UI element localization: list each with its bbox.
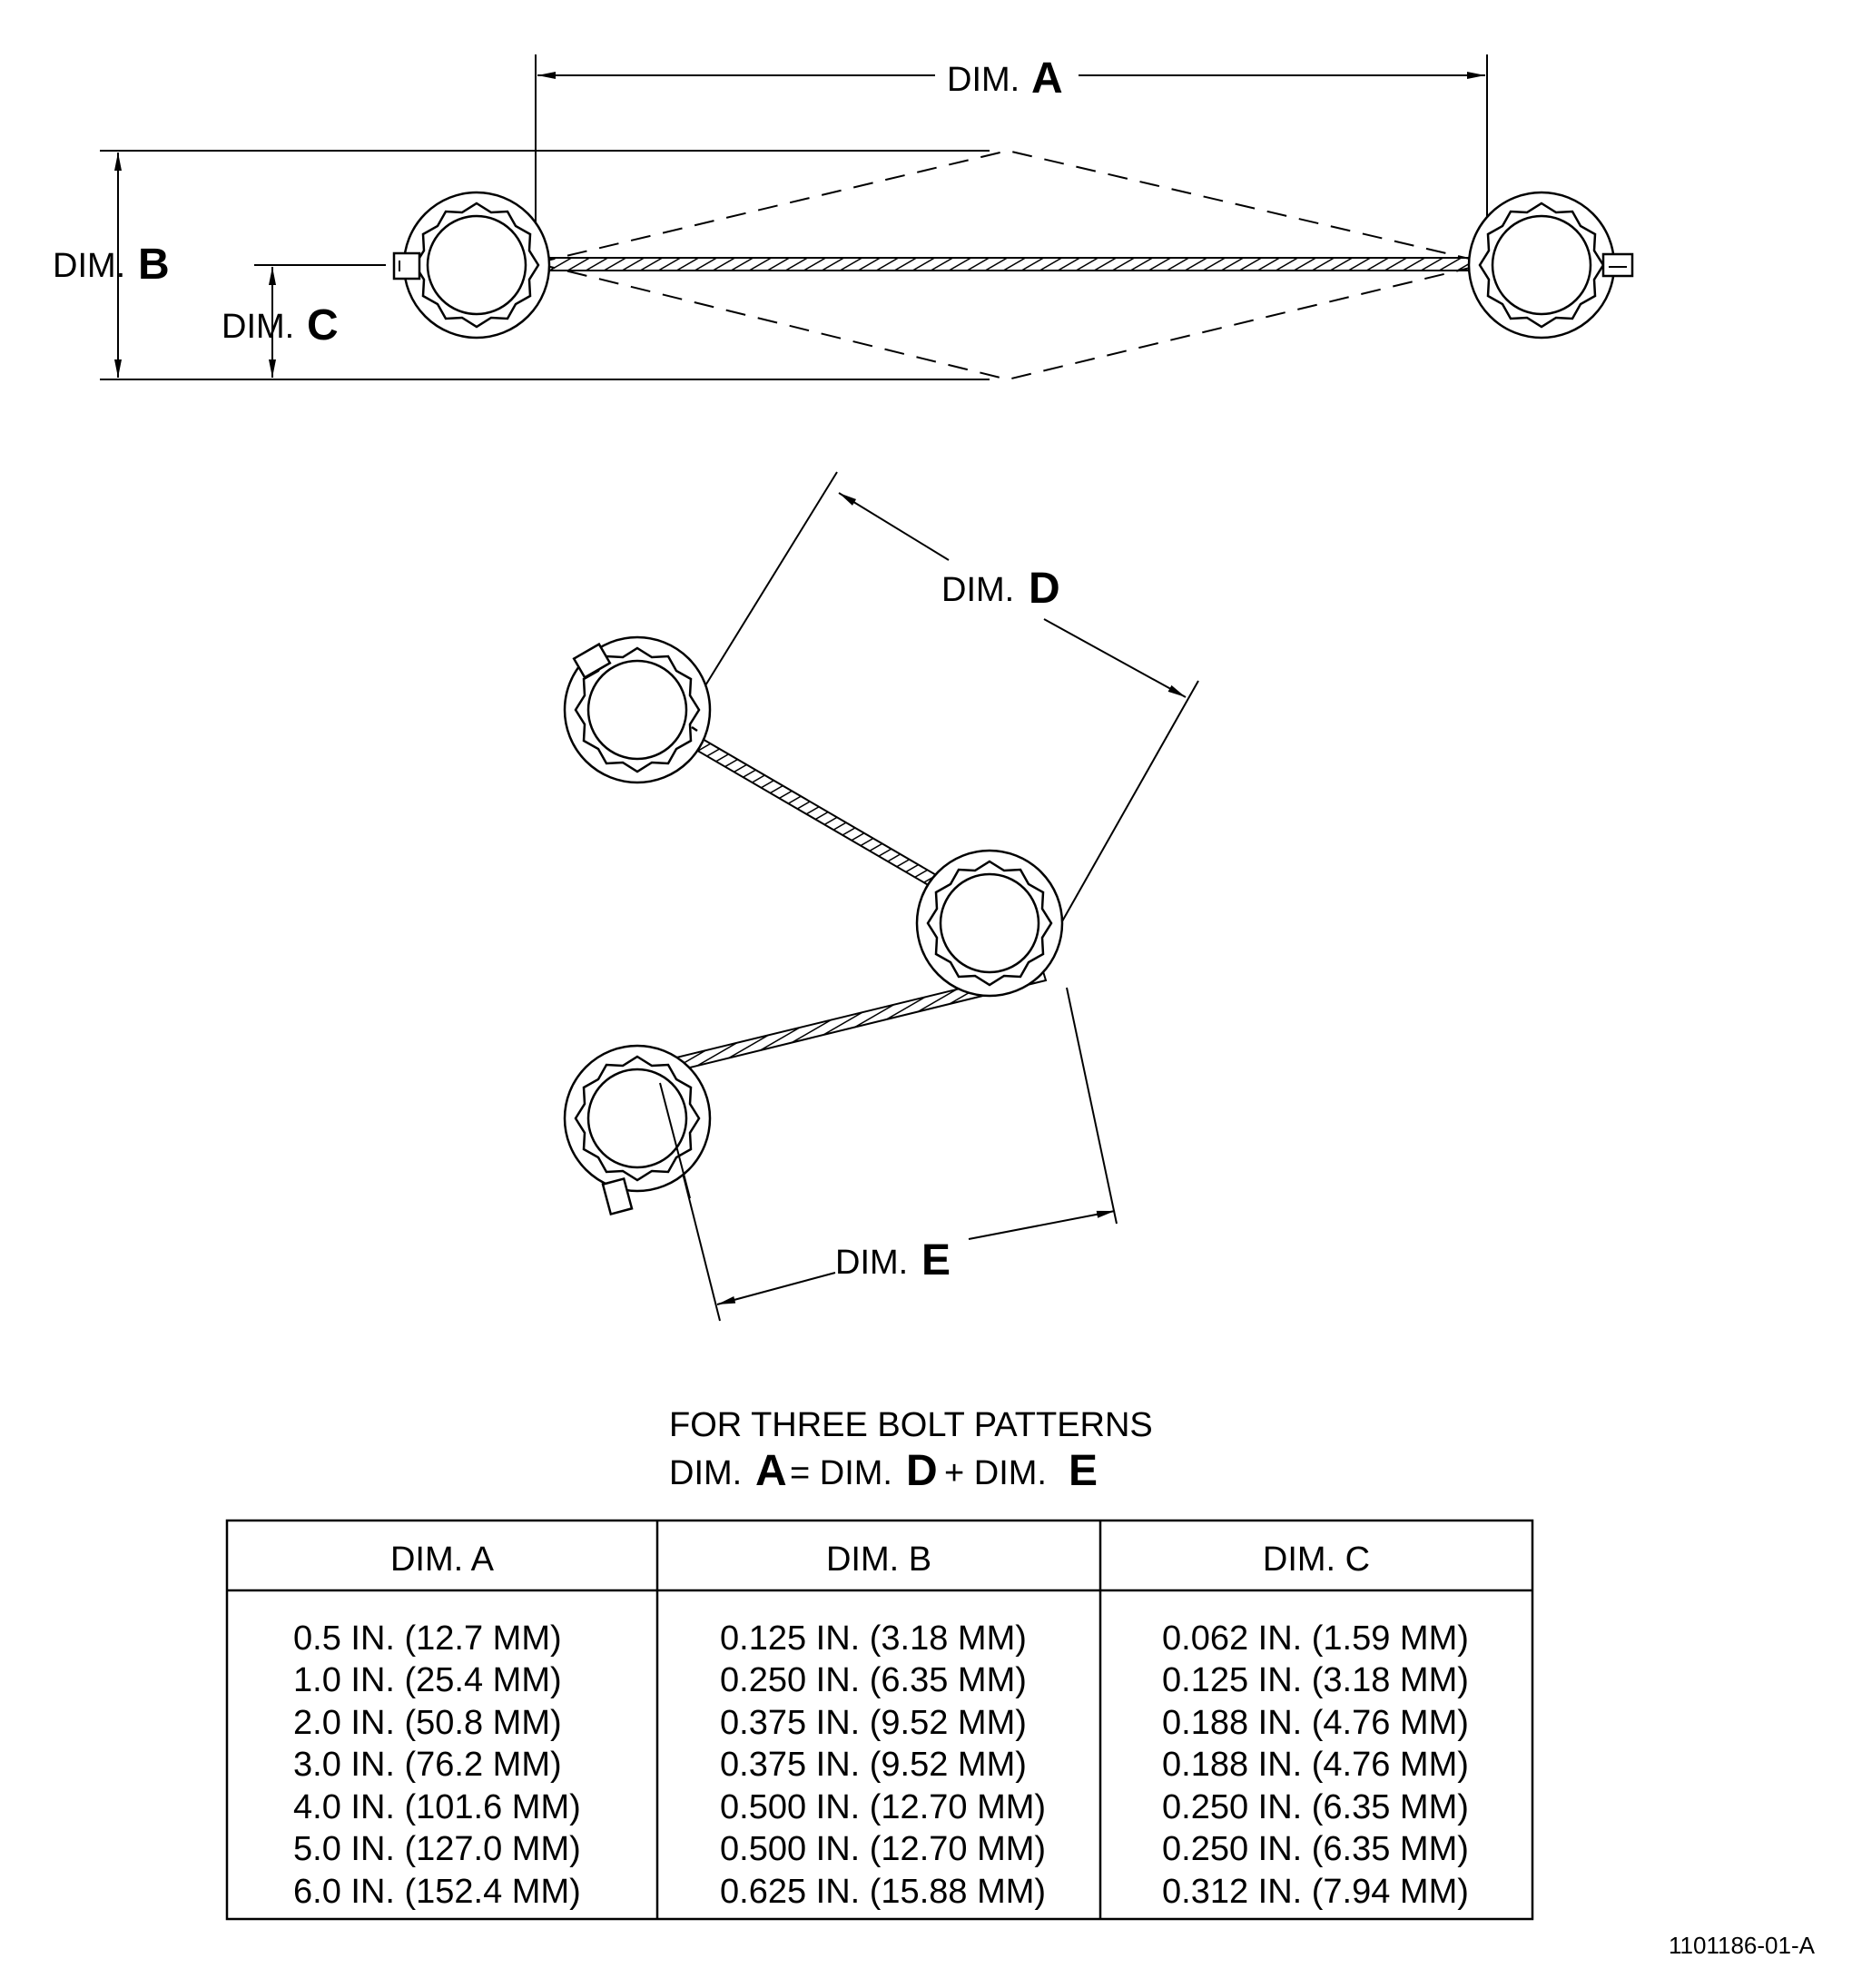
dim-d-label-letter: D [1029,565,1060,613]
table-header-dim-c: DIM. C [1263,1540,1370,1579]
safety-wire-top [530,257,1494,271]
table-cell: 0.500 IN. (12.70 MM) [720,1788,1046,1826]
formula-heading: FOR THREE BOLT PATTERNS [669,1406,1153,1444]
dim-e-arrow-left [716,1272,836,1305]
table-cell: 4.0 IN. (101.6 MM) [293,1788,581,1826]
table-cell: 0.188 IN. (4.76 MM) [1162,1704,1469,1742]
table-cell: 5.0 IN. (127.0 MM) [293,1830,581,1868]
extension-line-d-lower [1061,680,1199,922]
dim-d-label-word: DIM. [941,571,1014,609]
table-cell: 0.500 IN. (12.70 MM) [720,1830,1046,1868]
bolt-head-left [402,191,551,340]
table-cell: 1.0 IN. (25.4 MM) [293,1661,562,1699]
formula-equals: = DIM. [790,1454,892,1492]
table-cell: 0.5 IN. (12.7 MM) [293,1619,562,1658]
formula-plus: + DIM. [944,1454,1047,1492]
dim-b-label-letter: B [138,241,170,289]
table-header-dim-b: DIM. B [826,1540,931,1579]
formula-letter-e: E [1069,1447,1098,1495]
wire-hole-tab-right [1601,252,1634,278]
dim-a-label-word: DIM. [947,61,1020,99]
three-bolt-view: DIM. D DIM. E [563,471,1199,1322]
bolt-head-lower [563,1044,712,1193]
wire-hole-tab-upper [572,642,612,680]
formula-letter-d: D [906,1447,938,1495]
bolt-head-middle [915,849,1064,998]
formula-letter-a: A [755,1447,787,1495]
dim-d-arrow-lower [1043,618,1187,698]
dim-e-label-letter: E [921,1236,951,1284]
dimension-table: DIM. A DIM. B DIM. C 0.5 IN. (12.7 MM) 1… [225,1519,1534,1921]
table-cell: 0.062 IN. (1.59 MM) [1162,1619,1469,1658]
table-cell: 6.0 IN. (152.4 MM) [293,1873,581,1911]
table-header-dim-a: DIM. A [390,1540,495,1579]
table-cell: 3.0 IN. (76.2 MM) [293,1746,562,1784]
dim-b-label-word: DIM. [53,247,125,285]
table-cell: 0.250 IN. (6.35 MM) [1162,1830,1469,1868]
dim-e-arrow-right [968,1210,1116,1240]
figure-id: 1101186-01-A [1669,1932,1816,1959]
dim-a-label-letter: A [1031,54,1063,103]
dim-c-label-word: DIM. [222,308,294,346]
dim-e-label-word: DIM. [835,1244,908,1282]
top-view: DIM. A DIM. B DIM. C [53,54,1634,381]
bolt-head-right [1467,191,1616,340]
formula-dim-word-1: DIM. [669,1454,742,1492]
extension-line-d-upper [687,471,838,714]
three-bolt-formula: FOR THREE BOLT PATTERNS DIM. A = DIM. D … [669,1406,1153,1495]
table-cell: 2.0 IN. (50.8 MM) [293,1704,562,1742]
dim-d-arrow-upper [838,492,950,561]
wire-hole-tab-left [392,251,421,280]
safety-wire-segment-1 [682,730,951,895]
table-border [225,1519,1534,1921]
table-cell: 0.250 IN. (6.35 MM) [1162,1788,1469,1826]
table-cell: 0.375 IN. (9.52 MM) [720,1746,1027,1784]
table-cell: 0.312 IN. (7.94 MM) [1162,1873,1469,1911]
table-cell: 0.625 IN. (15.88 MM) [720,1873,1046,1911]
table-cell: 0.125 IN. (3.18 MM) [1162,1661,1469,1699]
table-cell: 0.188 IN. (4.76 MM) [1162,1746,1469,1784]
wire-hole-tab-lower [601,1176,634,1216]
dim-c-label-letter: C [307,301,339,349]
table-cell: 0.125 IN. (3.18 MM) [720,1619,1027,1658]
extension-line-e-right [1066,987,1118,1225]
table-cell: 0.250 IN. (6.35 MM) [720,1661,1027,1699]
table-cell: 0.375 IN. (9.52 MM) [720,1704,1027,1742]
